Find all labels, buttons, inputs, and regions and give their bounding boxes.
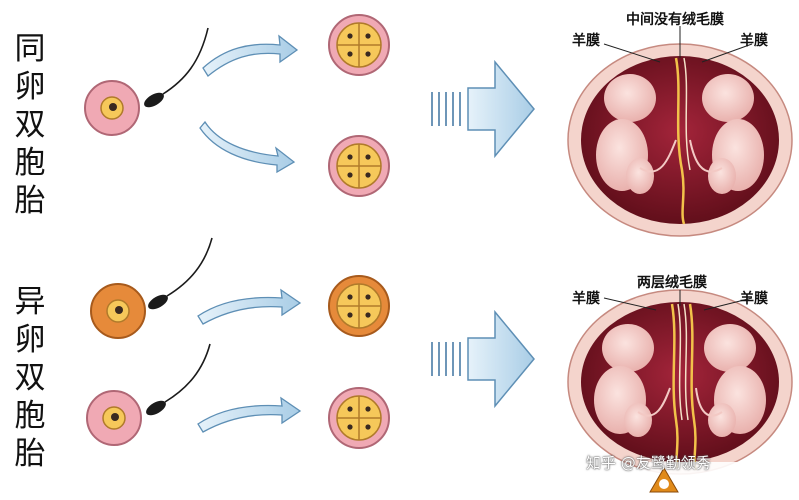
two-chorion-label: 两层绒毛膜 (637, 275, 707, 291)
watermark-text: 知乎 @友鹭勤领秀 (586, 454, 711, 472)
egg-cell-bottom-1 (90, 283, 146, 339)
fetus-left-top (596, 74, 677, 194)
site-logo (640, 462, 799, 500)
embryo-4cell-top-2 (328, 135, 390, 197)
no-chorion-label: 中间没有绒毛膜 (626, 12, 724, 28)
sperm-bottom-2 (146, 343, 211, 416)
amnion-label-bottom-left: 羊膜 (572, 291, 600, 307)
fetus-right-bottom (695, 324, 766, 437)
arrow-up-top (202, 34, 299, 77)
big-arrow-bottom (431, 309, 535, 409)
egg-cell-top (84, 80, 140, 136)
embryo-4cell-top-1 (328, 14, 390, 76)
big-arrow-top (431, 59, 535, 159)
uterus-fraternal (567, 289, 793, 475)
sperm-bottom-1 (148, 237, 213, 310)
arrow-bottom-2 (197, 396, 302, 433)
fraternal-twins-title: 异卵双胞胎 (14, 284, 46, 472)
amnion-label-top-left: 羊膜 (572, 33, 600, 49)
uterus-identical (567, 26, 793, 237)
fetus-right-top (689, 74, 764, 194)
identical-twins-title: 同卵双胞胎 (14, 31, 46, 219)
sperm-top (144, 27, 209, 108)
embryo-4cell-bottom-2 (328, 387, 390, 449)
egg-cell-bottom-2 (86, 390, 142, 446)
arrow-down-top (199, 120, 296, 174)
fraternal-section (86, 237, 793, 475)
arrow-bottom-1 (197, 288, 302, 325)
identical-section (84, 14, 793, 237)
embryo-4cell-bottom-1 (328, 275, 390, 337)
fetus-left-bottom (594, 324, 671, 437)
amnion-label-bottom-right: 羊膜 (740, 291, 768, 307)
amnion-label-top-right: 羊膜 (740, 33, 768, 49)
